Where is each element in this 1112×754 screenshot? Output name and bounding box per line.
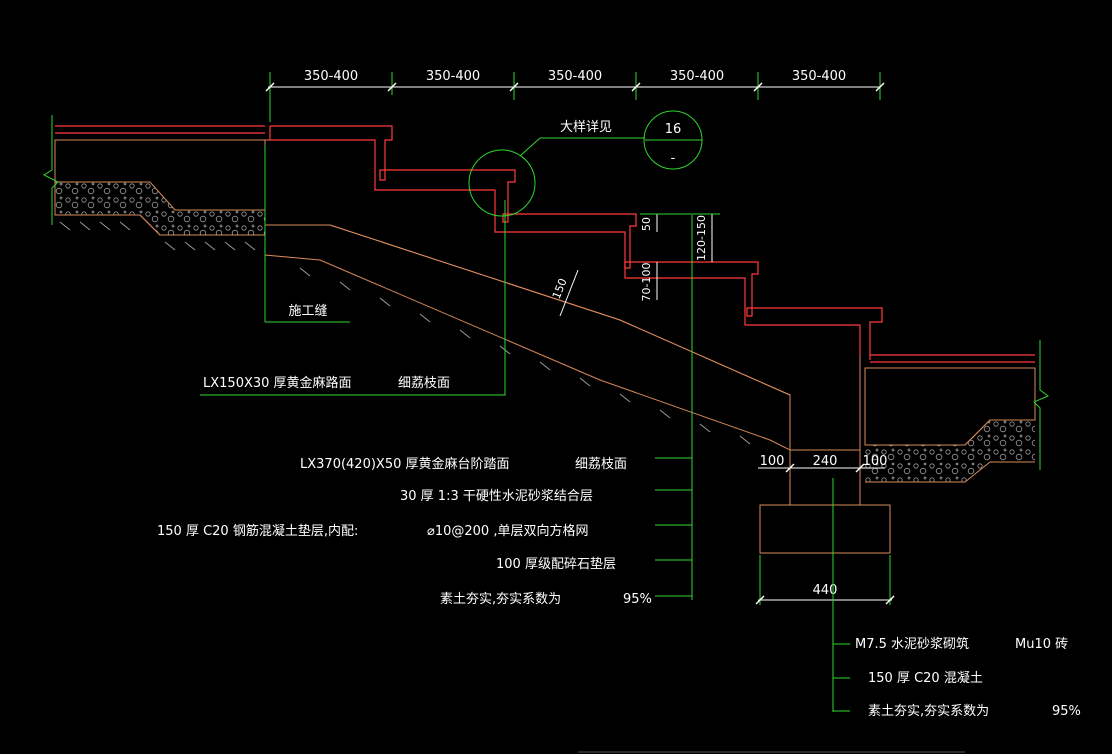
stair-layer-4-text: 100 厚级配碎石垫层 — [496, 556, 616, 572]
footing-dim-base: 440 — [813, 583, 838, 598]
paving-note: LX150X30 厚黄金麻路面 细荔枝面 — [200, 200, 506, 396]
footing-dim-mid: 240 — [813, 454, 838, 469]
brick-footing: 100 240 100 440 — [755, 449, 895, 605]
stair-layer-3-extra: ⌀10@200 ,单层双向方格网 — [427, 523, 588, 539]
top-dimension-5: 350-400 — [792, 69, 846, 84]
detail-callout: 大样详见 16 - — [468, 110, 703, 217]
stair-layer-5-extra: 95% — [623, 592, 652, 607]
detail-callout-label: 大样详见 — [560, 120, 612, 135]
stair-layer-notes: LX370(420)X50 厚黄金麻台阶踏面 细荔枝面 30 厚 1:3 干硬性… — [157, 456, 652, 607]
stair-layer-5-text: 素土夯实,夯实系数为 — [440, 592, 561, 607]
slab-thickness-dim: 150 — [550, 277, 570, 301]
footing-dim-right: 100 — [863, 454, 888, 469]
footing-layer-2-text: 150 厚 C20 混凝土 — [868, 670, 983, 686]
top-dimension-1: 350-400 — [304, 69, 358, 84]
top-dimension-3: 350-400 — [548, 69, 602, 84]
paving-material-text: LX150X30 厚黄金麻路面 — [203, 375, 352, 391]
stair-layer-3-text: 150 厚 C20 钢筋混凝土垫层,内配: — [157, 523, 358, 539]
footing-layer-notes: M7.5 水泥砂浆砌筑 Mu10 砖 150 厚 C20 混凝土 素土夯实,夯实… — [855, 636, 1081, 719]
riser-dim-top: 50 — [640, 217, 653, 231]
footing-layer-1-text: M7.5 水泥砂浆砌筑 — [855, 636, 969, 652]
stair-layer-1-text: LX370(420)X50 厚黄金麻台阶踏面 — [300, 456, 510, 472]
footing-layer-3-text: 素土夯实,夯实系数为 — [868, 704, 989, 719]
stair-layer-1-extra: 细荔枝面 — [575, 457, 627, 472]
upper-pavement — [42, 115, 266, 251]
top-dimension-2: 350-400 — [426, 69, 480, 84]
footing-layer-3-extra: 95% — [1052, 704, 1081, 719]
riser-dimensions: 50 120-150 70-100 150 — [550, 213, 720, 317]
stair-layer-2-text: 30 厚 1:3 干硬性水泥砂浆结合层 — [400, 489, 593, 504]
detail-number: 16 — [665, 122, 682, 137]
riser-dim-riser: 120-150 — [695, 215, 708, 261]
footing-dim-left: 100 — [760, 454, 785, 469]
footing-layer-1-extra: Mu10 砖 — [1015, 637, 1068, 652]
footing-layer-leader — [832, 478, 850, 712]
construction-joint-label: 施工缝 — [288, 304, 327, 319]
stair-layer-leader — [655, 215, 693, 600]
construction-joint-note: 施工缝 — [288, 304, 327, 319]
top-dimension-4: 350-400 — [670, 69, 724, 84]
top-dimension-chain: 350-400 350-400 350-400 350-400 350-400 — [265, 69, 885, 122]
detail-sheet: - — [671, 151, 676, 166]
riser-dim-lower: 70-100 — [640, 263, 653, 302]
stair-body — [264, 125, 883, 451]
lower-pavement — [864, 340, 1049, 483]
paving-finish-text: 细荔枝面 — [398, 376, 450, 391]
